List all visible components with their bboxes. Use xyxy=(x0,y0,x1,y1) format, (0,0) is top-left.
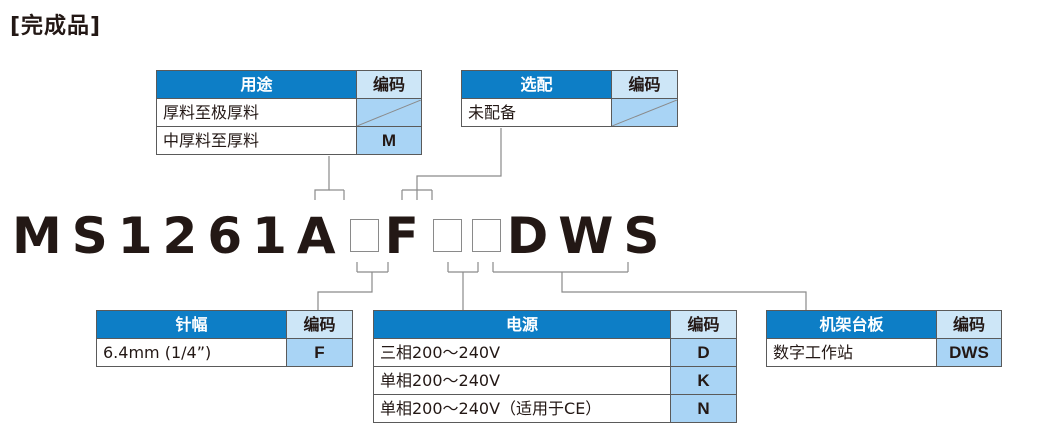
needle-header: 针幅 xyxy=(96,310,287,339)
needle-table: 针幅 编码 6.4mm (1/4”) F xyxy=(96,310,353,367)
table-row: 单相200～240V（适用于CE） N xyxy=(373,394,737,423)
power-value: 单相200～240V xyxy=(373,366,671,395)
power-table: 电源 编码 三相200～240V D 单相200～240V K 单相200～24… xyxy=(373,310,737,423)
power-code: D xyxy=(670,338,737,367)
power-code-header: 编码 xyxy=(670,310,737,339)
option-table: 选配 编码 未配备 xyxy=(461,70,678,127)
model-prefix: MS1261A xyxy=(12,207,346,265)
power-slot xyxy=(471,219,501,252)
section-heading: [完成品] xyxy=(10,14,102,39)
option-header: 选配 xyxy=(461,70,612,99)
needle-code: F xyxy=(286,338,353,367)
table-row: 未配备 xyxy=(461,98,678,127)
purpose-slot xyxy=(349,219,379,252)
model-needle-code: F xyxy=(384,207,429,265)
needle-value: 6.4mm (1/4”) xyxy=(96,338,287,367)
purpose-value: 厚料至极厚料 xyxy=(156,98,357,127)
power-value: 单相200～240V（适用于CE） xyxy=(373,394,671,423)
purpose-code-header: 编码 xyxy=(356,70,422,99)
table-row: 单相200～240V K xyxy=(373,366,737,395)
stand-code-header: 编码 xyxy=(936,310,1002,339)
model-number: MS1261A F DWS xyxy=(12,206,669,266)
table-row: 数字工作站 DWS xyxy=(766,338,1002,367)
stand-code: DWS xyxy=(936,338,1002,367)
table-row: 中厚料至厚料 M xyxy=(156,126,422,155)
table-row: 三相200～240V D xyxy=(373,338,737,367)
empty-code-cell xyxy=(611,98,678,127)
stand-value: 数字工作站 xyxy=(766,338,937,367)
purpose-header: 用途 xyxy=(156,70,357,99)
needle-code-header: 编码 xyxy=(286,310,353,339)
power-value: 三相200～240V xyxy=(373,338,671,367)
option-value: 未配备 xyxy=(461,98,612,127)
option-slot xyxy=(432,219,462,252)
purpose-value: 中厚料至厚料 xyxy=(156,126,357,155)
power-code: N xyxy=(670,394,737,423)
purpose-table: 用途 编码 厚料至极厚料 中厚料至厚料 M xyxy=(156,70,422,155)
power-code: K xyxy=(670,366,737,395)
purpose-code: M xyxy=(356,126,422,155)
power-header: 电源 xyxy=(373,310,671,339)
table-row: 厚料至极厚料 xyxy=(156,98,422,127)
table-row: 6.4mm (1/4”) F xyxy=(96,338,353,367)
option-code-header: 编码 xyxy=(611,70,678,99)
model-suffix: DWS xyxy=(506,207,670,265)
stand-header: 机架台板 xyxy=(766,310,937,339)
stand-table: 机架台板 编码 数字工作站 DWS xyxy=(766,310,1002,367)
empty-code-cell xyxy=(356,98,422,127)
